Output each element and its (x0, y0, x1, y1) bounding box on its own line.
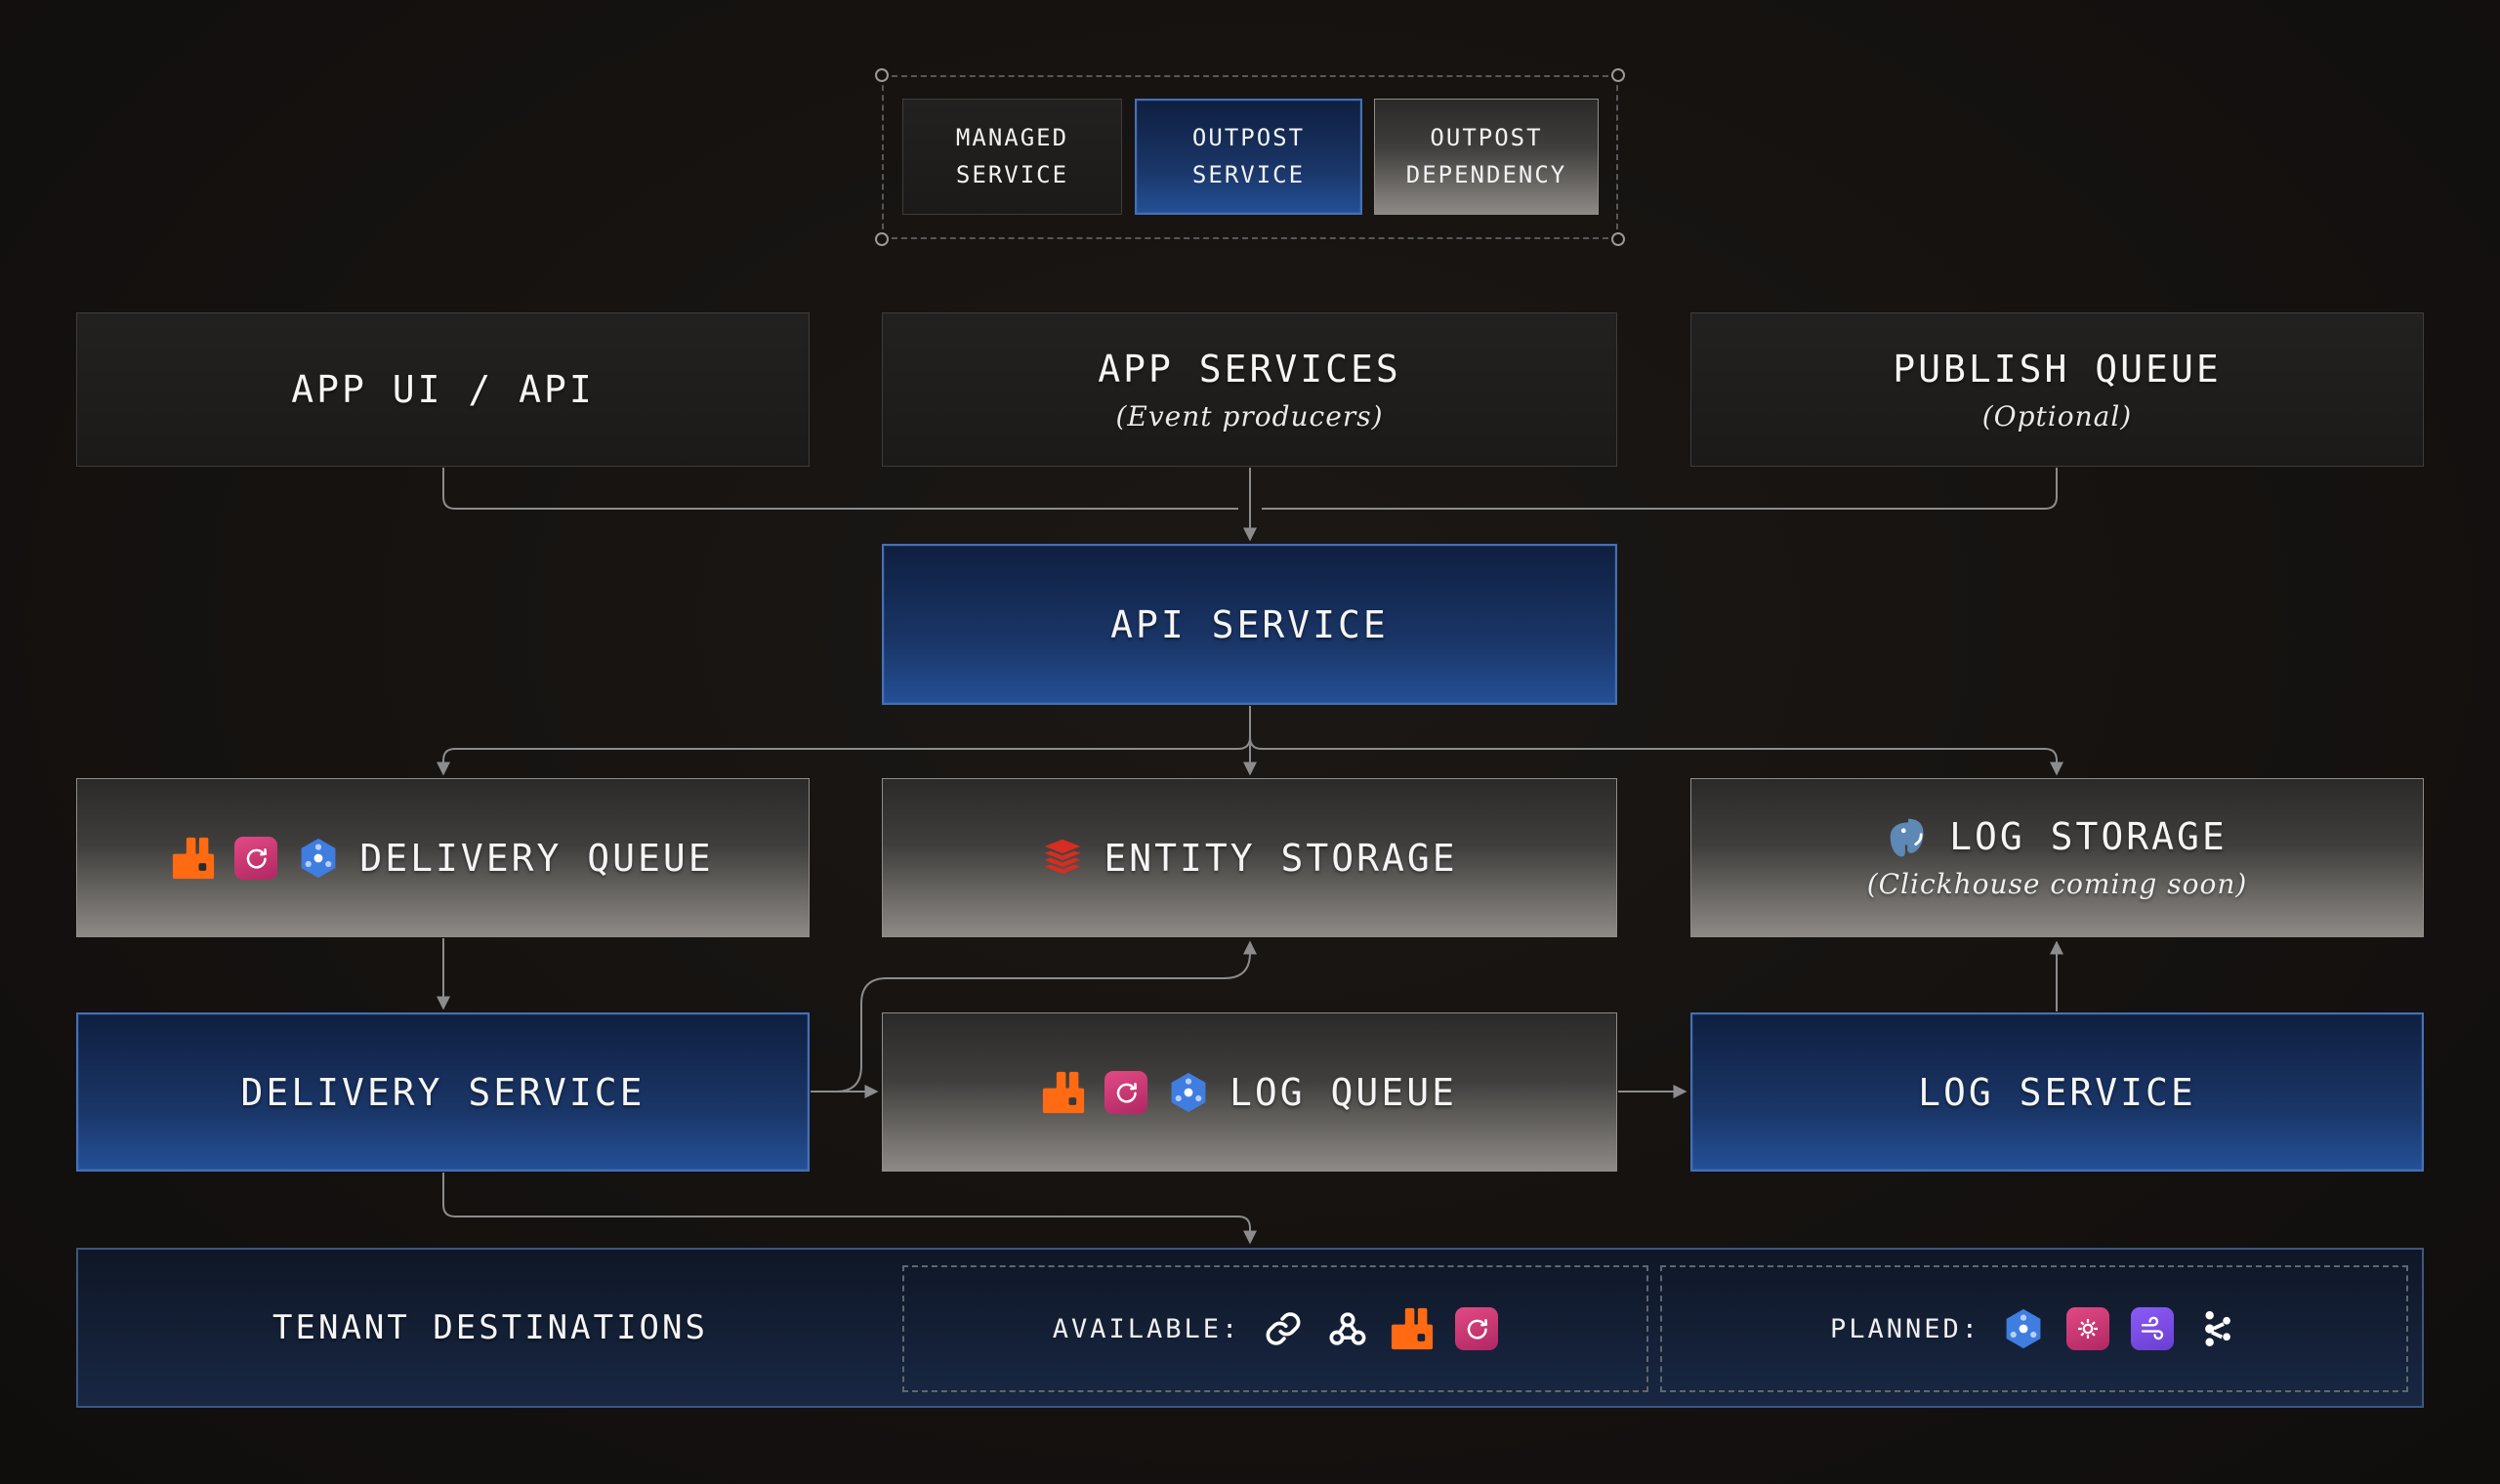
legend-label: OUTPOST DEPENDENCY (1405, 124, 1567, 188)
legend-corner-dot (875, 232, 889, 246)
legend-corner-dot (875, 68, 889, 82)
node-label: DELIVERY SERVICE (240, 1070, 646, 1114)
http-link-icon (1262, 1307, 1305, 1350)
legend-corner-dot (1611, 68, 1625, 82)
node-subtitle: (Optional) (1981, 399, 2133, 433)
node-app-services: APP SERVICES (Event producers) (882, 312, 1617, 467)
legend-frame (882, 75, 1618, 239)
legend-corner-dot (1611, 232, 1625, 246)
node-subtitle: (Clickhouse coming soon) (1866, 868, 2248, 900)
aws-sqs-icon (1455, 1307, 1499, 1350)
node-delivery-queue: DELIVERY QUEUE (76, 778, 810, 937)
rabbitmq-icon (1391, 1307, 1434, 1350)
node-label: TENANT DESTINATIONS (272, 1308, 708, 1347)
node-label: LOG STORAGE (1949, 815, 2228, 858)
legend-item-outpost-service: OUTPOST SERVICE (1135, 99, 1362, 215)
available-label: AVAILABLE: (1052, 1313, 1241, 1344)
node-label: PUBLISH QUEUE (1893, 347, 2222, 391)
gcp-pubsub-icon (2002, 1307, 2045, 1350)
azure-servicebus-icon (2131, 1307, 2175, 1350)
aws-sqs-icon (234, 836, 278, 880)
node-publish-queue: PUBLISH QUEUE (Optional) (1690, 312, 2424, 467)
rabbitmq-icon (172, 837, 215, 880)
node-label: DELIVERY QUEUE (359, 836, 714, 880)
gcp-pubsub-icon (1167, 1071, 1210, 1114)
node-label: LOG SERVICE (1918, 1070, 2196, 1114)
node-entity-storage: ENTITY STORAGE (882, 778, 1617, 937)
legend-item-outpost-dependency: OUTPOST DEPENDENCY (1374, 99, 1599, 215)
node-label: APP SERVICES (1098, 347, 1401, 391)
node-log-service: LOG SERVICE (1690, 1012, 2424, 1172)
node-subtitle: (Event producers) (1115, 399, 1384, 433)
legend-label: OUTPOST SERVICE (1191, 124, 1306, 188)
node-label: APP UI / API (291, 368, 595, 411)
node-label: API SERVICE (1110, 602, 1389, 646)
redis-icon (1041, 837, 1084, 880)
available-destinations-group: AVAILABLE: (902, 1265, 1648, 1392)
node-tenant-destinations: TENANT DESTINATIONS AVAILABLE: PLANNED: (76, 1248, 2424, 1408)
legend-label: MANAGED SERVICE (955, 124, 1069, 188)
gcp-pubsub-icon (297, 837, 340, 880)
node-app-ui-api: APP UI / API (76, 312, 810, 467)
node-label: LOG QUEUE (1229, 1070, 1457, 1114)
node-delivery-service: DELIVERY SERVICE (76, 1012, 810, 1172)
webhook-icon (1326, 1307, 1369, 1350)
aws-sqs-icon (1104, 1070, 1148, 1114)
legend-item-managed-service: MANAGED SERVICE (902, 99, 1122, 215)
node-log-storage: LOG STORAGE (Clickhouse coming soon) (1690, 778, 2424, 937)
kafka-icon (2195, 1307, 2238, 1350)
postgresql-icon (1887, 815, 1930, 858)
node-label: ENTITY STORAGE (1104, 836, 1458, 880)
planned-label: PLANNED: (1829, 1313, 1981, 1344)
rabbitmq-icon (1042, 1071, 1085, 1114)
node-log-queue: LOG QUEUE (882, 1012, 1617, 1172)
planned-destinations-group: PLANNED: (1660, 1265, 2408, 1392)
eventbridge-icon (2066, 1307, 2110, 1350)
node-api-service: API SERVICE (882, 544, 1617, 705)
